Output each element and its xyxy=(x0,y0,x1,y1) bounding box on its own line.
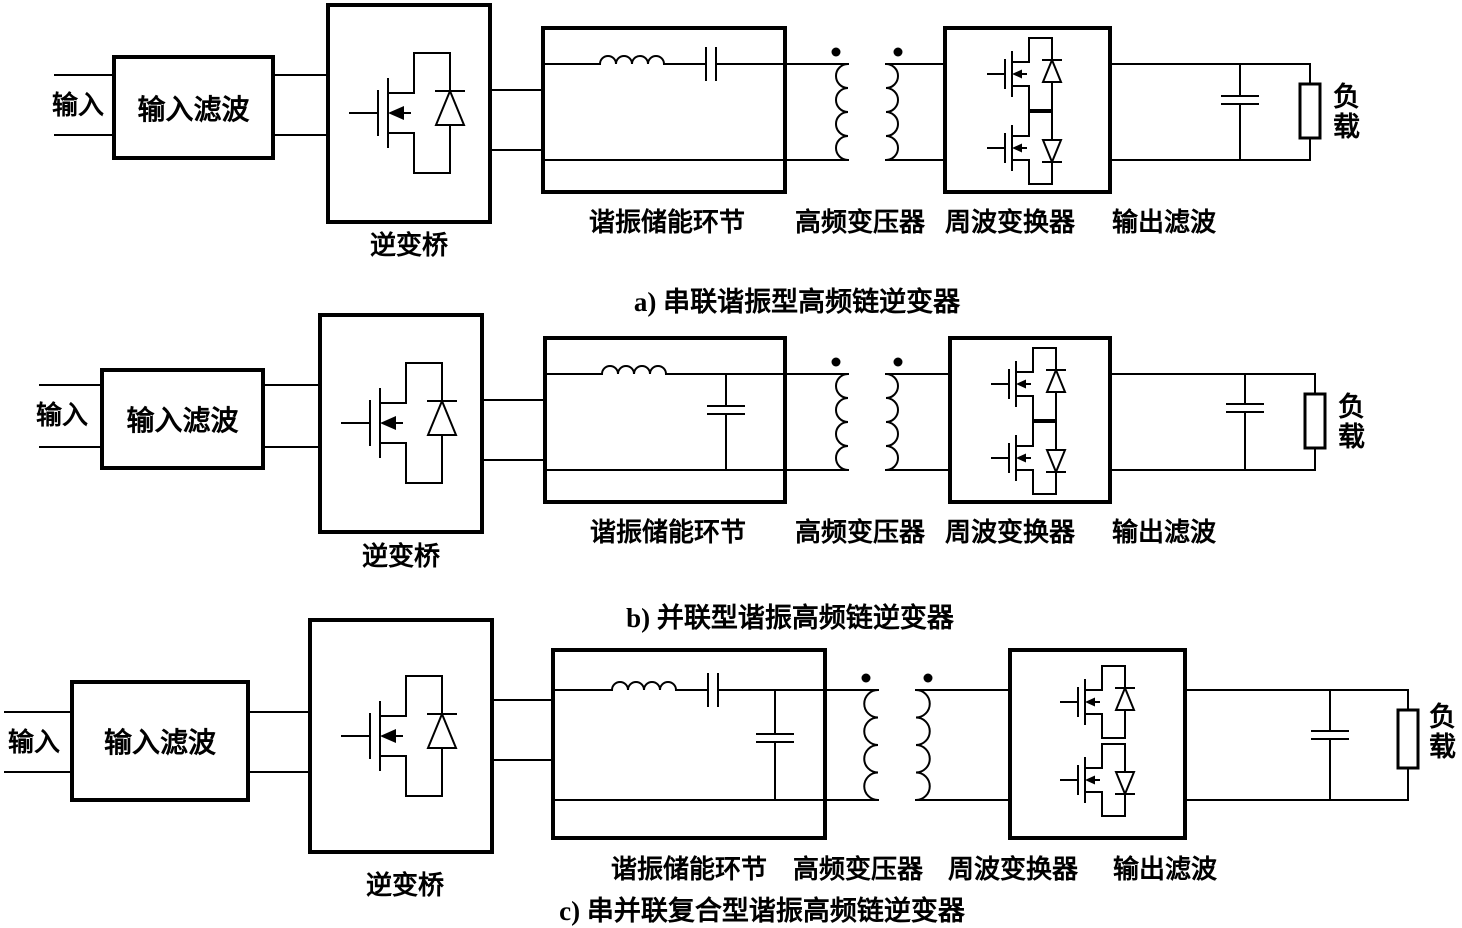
cycloconverter-label: 周波变换器 xyxy=(944,208,1076,237)
resonant-tank-box xyxy=(551,648,827,840)
load-label: 负载 xyxy=(1334,392,1365,452)
shunt-capacitor-icon xyxy=(756,689,794,801)
series-capacitor-icon xyxy=(707,673,719,707)
shunt-capacitor-icon xyxy=(707,373,745,471)
bidirectional-switch-icon xyxy=(991,347,1066,421)
caption-c: c) 串并联复合型谐振高频链逆变器 xyxy=(559,896,965,926)
inverter-bridge-label: 逆变桥 xyxy=(369,231,449,260)
input-wires xyxy=(4,711,311,773)
series-capacitor-icon xyxy=(705,47,717,81)
inverter-bridge-box xyxy=(318,313,484,534)
caption-a: a) 串联谐振型高频链逆变器 xyxy=(633,287,961,317)
load-resistor-icon xyxy=(1298,63,1322,161)
resonant-tank-label: 谐振储能环节 xyxy=(589,518,747,547)
inductor-icon xyxy=(610,681,678,692)
resonant-tank-label: 谐振储能环节 xyxy=(588,208,746,237)
series-parallel-lc-network xyxy=(552,673,826,801)
cycloconverter-box xyxy=(948,336,1112,504)
load-label: 负载 xyxy=(1329,82,1360,142)
inverter-bridge-box xyxy=(326,3,492,224)
input-label: 输入 xyxy=(7,728,61,757)
output-filter-label: 输出滤波 xyxy=(1112,855,1218,884)
load-label: 负载 xyxy=(1425,702,1456,762)
polarity-dot xyxy=(893,357,903,367)
transformer-label: 高频变压器 xyxy=(794,518,926,547)
input-filter-box: 输入滤波 xyxy=(112,55,275,160)
inverter-bridge-label: 逆变桥 xyxy=(365,871,445,900)
polarity-dot xyxy=(923,673,933,683)
inverter-bridge-box xyxy=(308,618,494,854)
bidirectional-switch-icon xyxy=(987,37,1062,111)
polarity-dot xyxy=(831,47,841,57)
transformer-icon xyxy=(831,47,903,162)
polarity-dot xyxy=(831,357,841,367)
transformer-label: 高频变压器 xyxy=(794,208,926,237)
bidirectional-switch-icon xyxy=(1060,743,1135,817)
load-resistor-icon xyxy=(1396,689,1420,801)
cycloconverter-box xyxy=(943,26,1112,194)
output-filter-capacitor-icon xyxy=(1226,373,1264,471)
cycloconverter-label: 周波变换器 xyxy=(944,518,1076,547)
mosfet-switch-icon xyxy=(349,52,465,174)
inverter-bridge-label: 逆变桥 xyxy=(361,542,441,571)
resonant-tank-box xyxy=(543,336,787,504)
mosfet-switch-icon xyxy=(341,675,457,797)
input-filter-box: 输入滤波 xyxy=(100,368,265,470)
transformer-label: 高频变压器 xyxy=(792,855,924,884)
transformer-icon xyxy=(831,357,903,472)
input-label: 输入 xyxy=(51,91,105,120)
bidirectional-switch-icon xyxy=(991,421,1066,495)
input-label: 输入 xyxy=(35,401,89,430)
resonant-tank-box xyxy=(541,26,787,194)
cycloconverter-label: 周波变换器 xyxy=(947,855,1079,884)
circuit-b xyxy=(39,313,1327,534)
inductor-icon xyxy=(600,365,668,376)
resonant-tank-label: 谐振储能环节 xyxy=(610,855,768,884)
inductor-icon xyxy=(598,55,666,66)
polarity-dot xyxy=(861,673,871,683)
output-filter-capacitor-icon xyxy=(1221,63,1259,161)
parallel-lc-network xyxy=(544,365,786,471)
transformer-icon xyxy=(861,673,933,802)
caption-b: b) 并联型谐振高频链逆变器 xyxy=(626,603,954,633)
circuit-c xyxy=(4,618,1420,854)
bidirectional-switch-icon xyxy=(1060,665,1135,739)
input-filter-box: 输入滤波 xyxy=(70,680,250,802)
input-wires xyxy=(39,384,321,448)
bidirectional-switch-icon xyxy=(987,111,1062,185)
load-resistor-icon xyxy=(1303,373,1327,471)
polarity-dot xyxy=(893,47,903,57)
circuit-a xyxy=(54,3,1322,224)
output-filter-label: 输出滤波 xyxy=(1111,208,1217,237)
output-filter-label: 输出滤波 xyxy=(1111,518,1217,547)
cycloconverter-box xyxy=(1008,648,1187,840)
mosfet-switch-icon xyxy=(341,362,457,484)
input-wires xyxy=(54,74,329,136)
series-lc-network xyxy=(542,47,786,161)
output-filter-capacitor-icon xyxy=(1311,689,1349,801)
